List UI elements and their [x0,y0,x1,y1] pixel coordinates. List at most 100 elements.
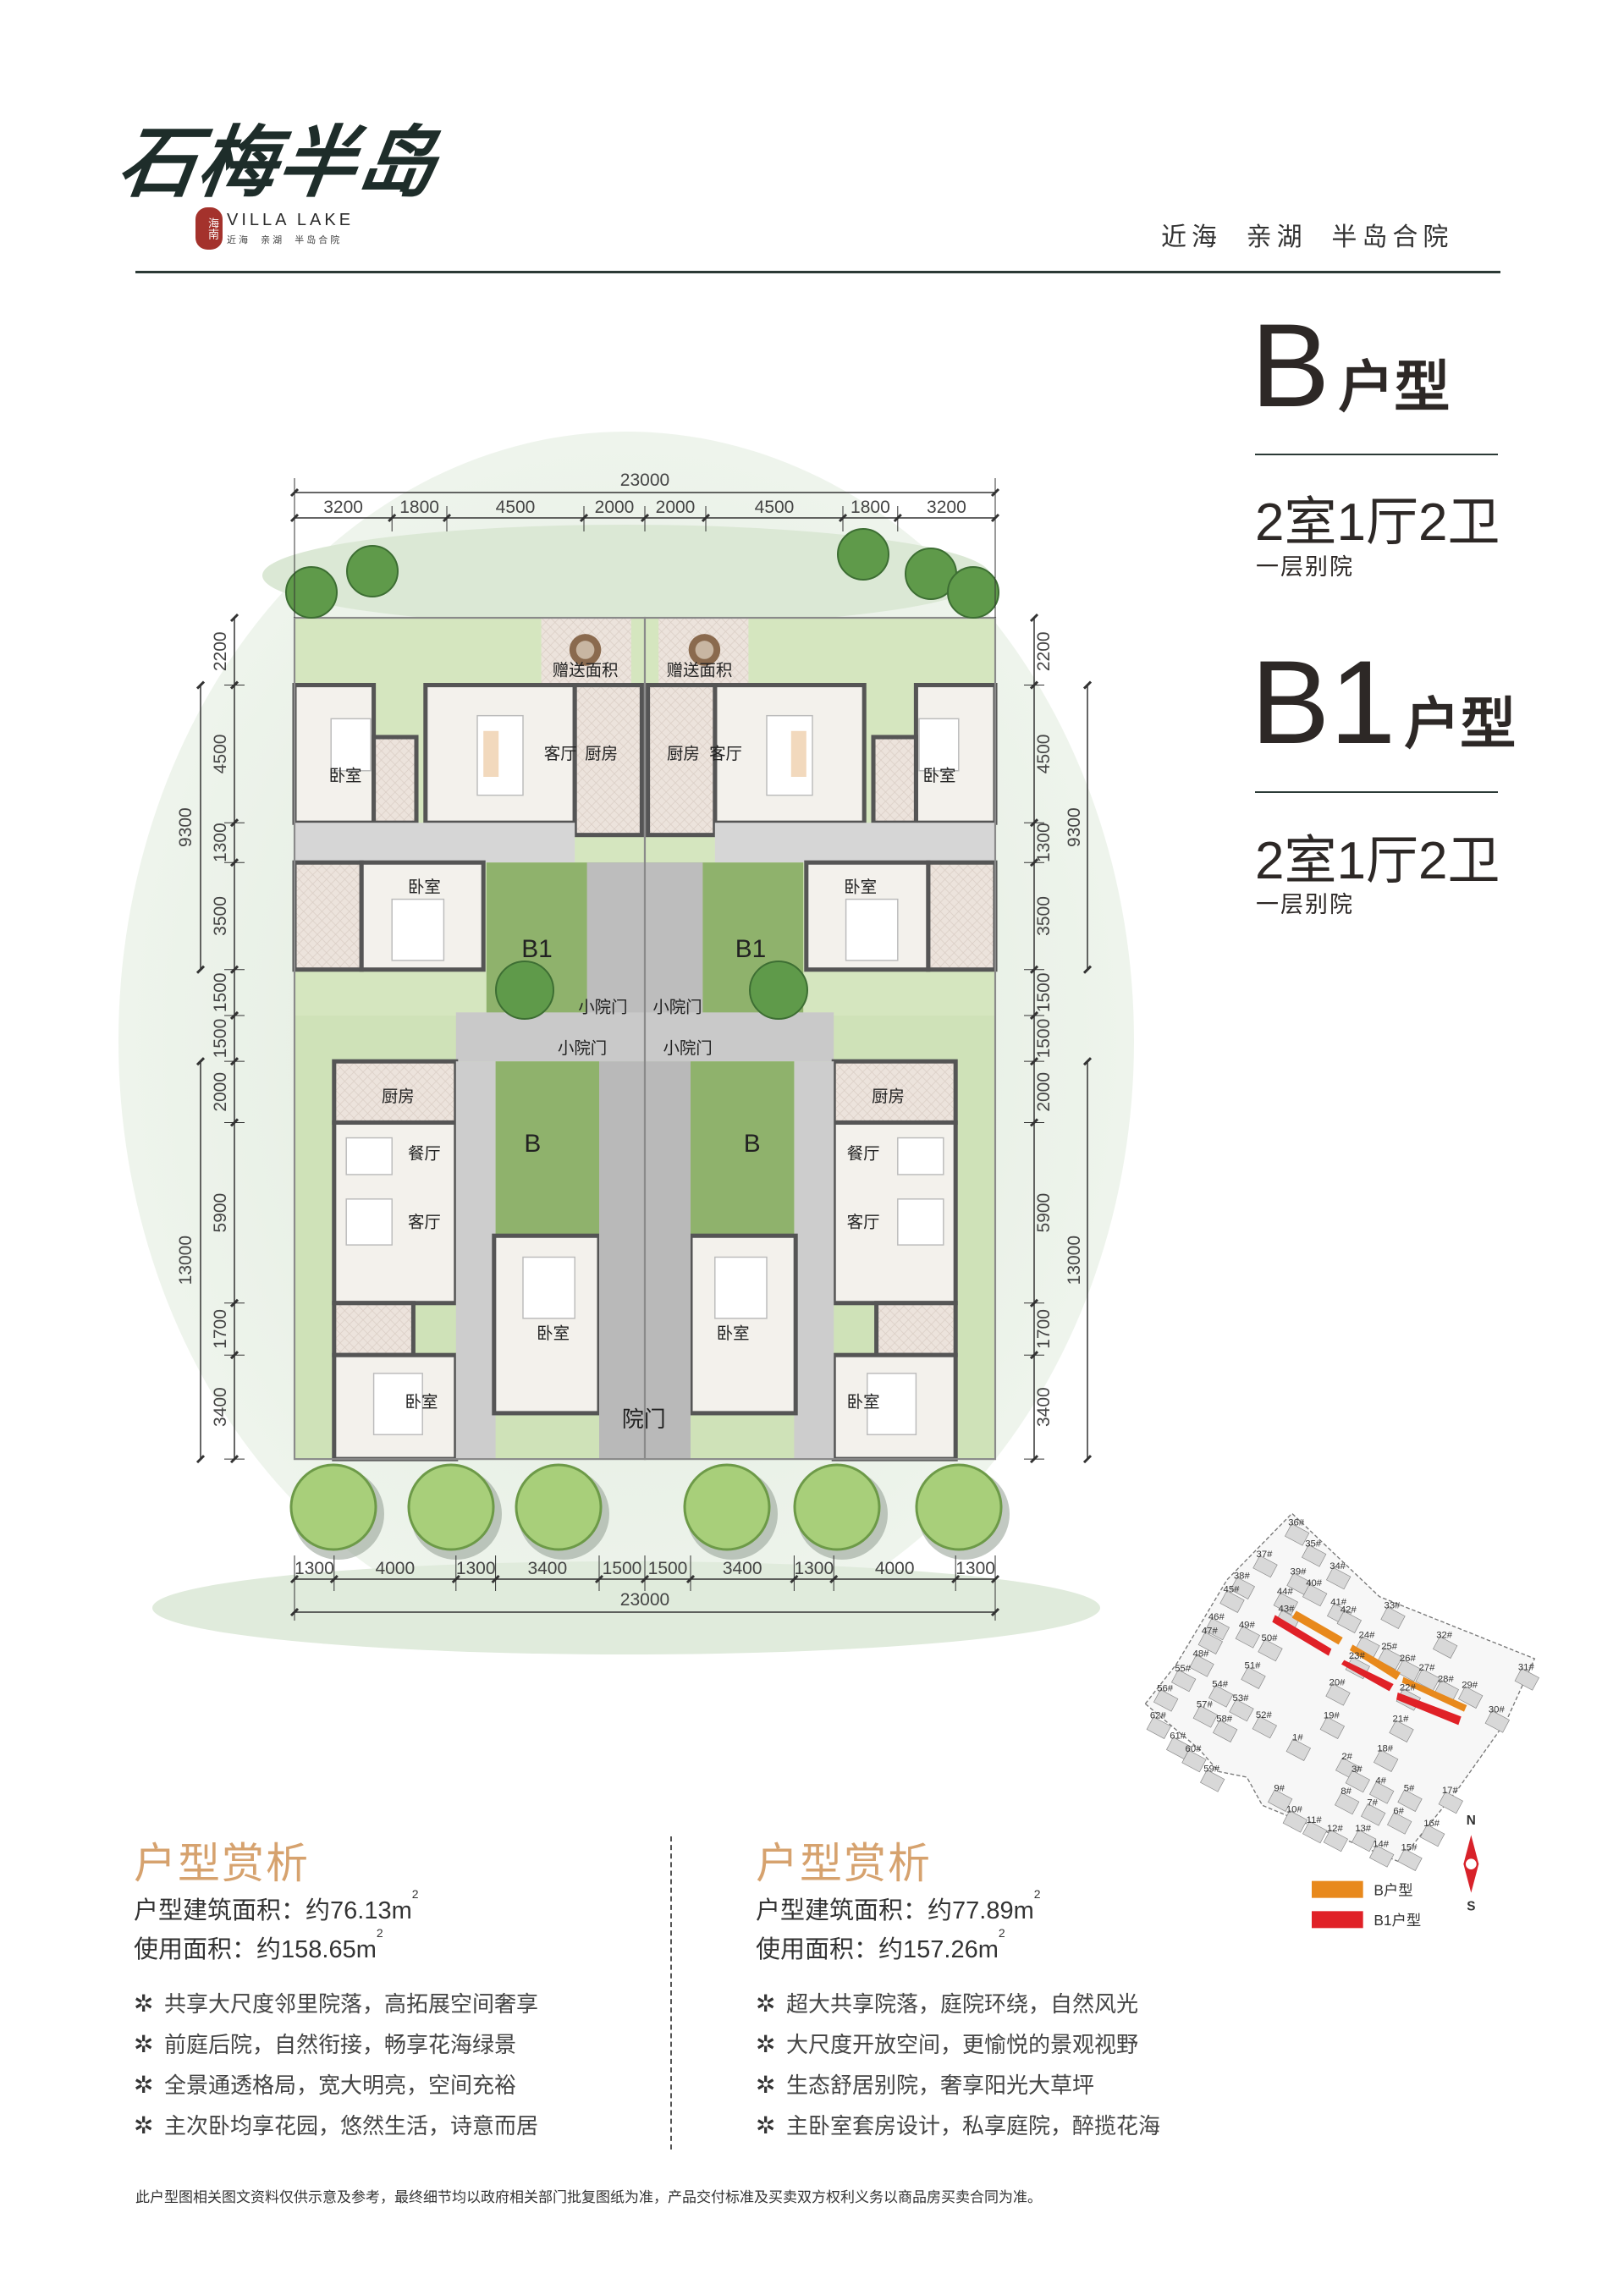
dimension-label: 5900 [211,1193,230,1233]
dimension-label: 3400 [1034,1387,1054,1427]
lot-number: 24# [1359,1631,1376,1641]
room-label: B1 [521,935,553,963]
dimension-label: 1500 [1034,972,1054,1012]
dimension-label: 2000 [211,1072,230,1112]
site-building [1319,1716,1345,1739]
lot-number: 62# [1150,1711,1167,1721]
site-building [1415,1668,1440,1692]
lot-number: 25# [1381,1642,1398,1652]
site-building [1302,1583,1328,1607]
unit-pair-left [295,618,645,1459]
room-label: 餐厅 [847,1144,880,1163]
site-building [1484,1710,1510,1733]
feature-item: ✲共享大尺度邻里院落，高拓展空间奢享 [134,1987,538,2028]
b1-type-units [1272,1615,1462,1726]
site-building [1171,1669,1197,1693]
site-building [1323,1829,1348,1852]
legend-label-b1: B1户型 [1374,1912,1421,1929]
tree-icon [947,566,999,619]
type-code: B [1251,299,1330,432]
room-label: B [744,1130,761,1158]
room-label: 卧室 [847,1393,880,1412]
lot-number: 39# [1291,1567,1307,1577]
compass-south: S [1467,1899,1475,1913]
dimension-label: 3500 [211,896,230,936]
lot-number: 53# [1233,1693,1250,1704]
site-building [1397,1789,1423,1812]
dimension-tick [229,613,239,623]
tree-icon [285,566,338,619]
type-b1-rooms: 2室1厅2卫 [1255,832,1500,890]
feature-item: ✲主次卧均享花园，悠然生活，诗意而居 [134,2109,538,2150]
dimension-label: 1500 [603,1559,642,1578]
lot-number: 16# [1423,1819,1440,1829]
feature-item: ✲生态舒居别院，奢享阳光大草坪 [756,2068,1160,2109]
lot-number: 10# [1286,1804,1303,1814]
unit-superscript: 2 [376,1926,383,1940]
lot-number: 36# [1288,1517,1305,1528]
tree-icon [515,1463,603,1551]
use-area-text: 使用面积：约158.65m [134,1936,377,1963]
building-area-text: 户型建筑面积：约77.89m [756,1897,1034,1924]
unit-superscript: 2 [998,1926,1005,1940]
room-label: 卧室 [537,1324,570,1343]
lot-number: 52# [1256,1710,1273,1720]
site-building [1204,1617,1230,1641]
dimension-label: 4500 [496,498,536,517]
dimension-label: 4000 [875,1559,915,1578]
feature-text: 共享大尺度邻里院落，高拓展空间奢享 [164,1991,539,2017]
tree-icon [346,545,399,597]
room-label: 厨房 [667,745,700,763]
site-building [1387,1812,1412,1835]
feature-item: ✲前庭后院，自然衔接，畅享花海绿景 [134,2028,538,2068]
dimension-label: 1800 [399,498,439,517]
lot-number: 18# [1377,1744,1394,1754]
analysis-b-building-area: 户型建筑面积：约76.13m2 [134,1887,419,1926]
site-building [1458,1686,1484,1709]
site-building [1420,1824,1445,1847]
analysis-b1-use-area: 使用面积：约157.26m2 [756,1926,1005,1965]
feature-item: ✲全景通透格局，宽大明亮，空间充裕 [134,2068,538,2109]
lot-number: 42# [1340,1605,1357,1616]
site-building [1146,1716,1171,1739]
lot-number: 48# [1193,1649,1210,1659]
site-building [1252,1555,1278,1578]
site-building [1153,1689,1179,1712]
dimension-label: 2000 [1034,1072,1054,1112]
dimension-label: 1300 [456,1559,496,1578]
feature-text: 大尺度开放空间，更愉悦的景观视野 [786,2032,1139,2057]
use-area-text: 使用面积：约157.26m [756,1936,999,1963]
dimension-label: 2000 [656,498,696,517]
site-building [1285,1523,1310,1546]
dimension-label: 1800 [851,498,890,517]
lot-number: 43# [1279,1605,1296,1615]
site-building [1369,1845,1395,1868]
site-building [1380,1606,1406,1629]
room-label: B1 [735,935,767,963]
lot-number: 57# [1197,1699,1214,1709]
site-building [1241,1666,1266,1689]
dimension-label: 3200 [927,498,966,517]
dimension-tick [195,965,206,974]
trees [285,528,1010,1560]
dimension-label: 23000 [620,1590,669,1610]
lot-number: 59# [1203,1764,1220,1774]
dimension-label: 13000 [1065,1236,1084,1285]
site-building [1325,1683,1351,1706]
room-label: 厨房 [872,1087,905,1106]
bullet-star-icon: ✲ [134,2031,154,2057]
site-building [1258,1638,1283,1662]
legend-label-b: B户型 [1374,1881,1412,1898]
tree-icon [837,528,889,581]
b-type-units [1291,1610,1467,1712]
analysis-b-features: ✲共享大尺度邻里院落，高拓展空间奢享✲前庭后院，自然衔接，畅享花海绿景✲全景通透… [134,1987,538,2150]
type-divider [1255,791,1498,793]
dimension-label: 3400 [211,1387,230,1427]
lot-number: 26# [1400,1654,1417,1664]
lot-number: 61# [1170,1731,1186,1742]
logo-english: VILLA LAKE [227,211,355,229]
feature-text: 超大共享院落，庭院环绕，自然风光 [786,1991,1139,2017]
site-building [1273,1592,1298,1616]
